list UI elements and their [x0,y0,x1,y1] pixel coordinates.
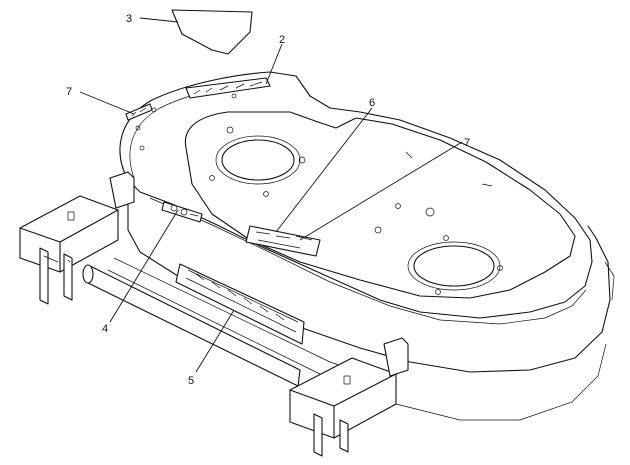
right-spindle-opening [413,245,495,287]
mount-hole [135,125,141,131]
callout-7-left: 7 [66,86,72,98]
leader-3 [139,17,179,23]
mount-hole [443,235,449,241]
callout-6: 6 [369,97,375,109]
mount-hole [139,145,145,151]
mount-hole [435,289,441,295]
mount-hole [497,265,503,271]
deck-skirt-rear [604,261,615,301]
left-front-bracket [19,171,135,305]
leader-7-right [299,141,463,241]
mount-hole [374,226,382,234]
slot [481,183,493,187]
mount-hole [425,207,435,217]
leader-7-left [79,91,135,115]
leader-6 [275,107,373,233]
decal-7-left [125,103,153,121]
slot [405,151,413,159]
decal-2 [185,77,271,99]
front-roller-end [82,264,94,284]
loose-decal-shape [171,9,253,55]
callout-2: 2 [279,34,285,46]
right-front-bracket [289,337,409,457]
mount-hole [231,93,237,99]
left-spindle-rim [215,135,301,185]
leader-5 [195,309,235,373]
left-spindle-opening [221,139,295,181]
mount-hole [226,126,234,134]
decal-4 [161,201,203,223]
mount-hole [395,203,401,209]
decal-6-7-center [245,225,321,257]
decal-5-nameplate [175,263,305,345]
leader-2 [265,43,283,85]
leader-4 [109,209,179,323]
deck-skirt-lower-edge [395,343,607,421]
callout-5: 5 [188,375,194,387]
mount-hole [263,191,269,197]
callout-3: 3 [126,13,132,25]
right-spindle-rim [407,241,501,291]
callout-7-right: 7 [464,137,470,149]
mount-hole [209,175,215,181]
front-skirt-lip-lower [107,269,321,375]
callout-4: 4 [102,323,108,335]
deck-top-front-contour [149,197,587,325]
mount-hole [298,156,306,164]
